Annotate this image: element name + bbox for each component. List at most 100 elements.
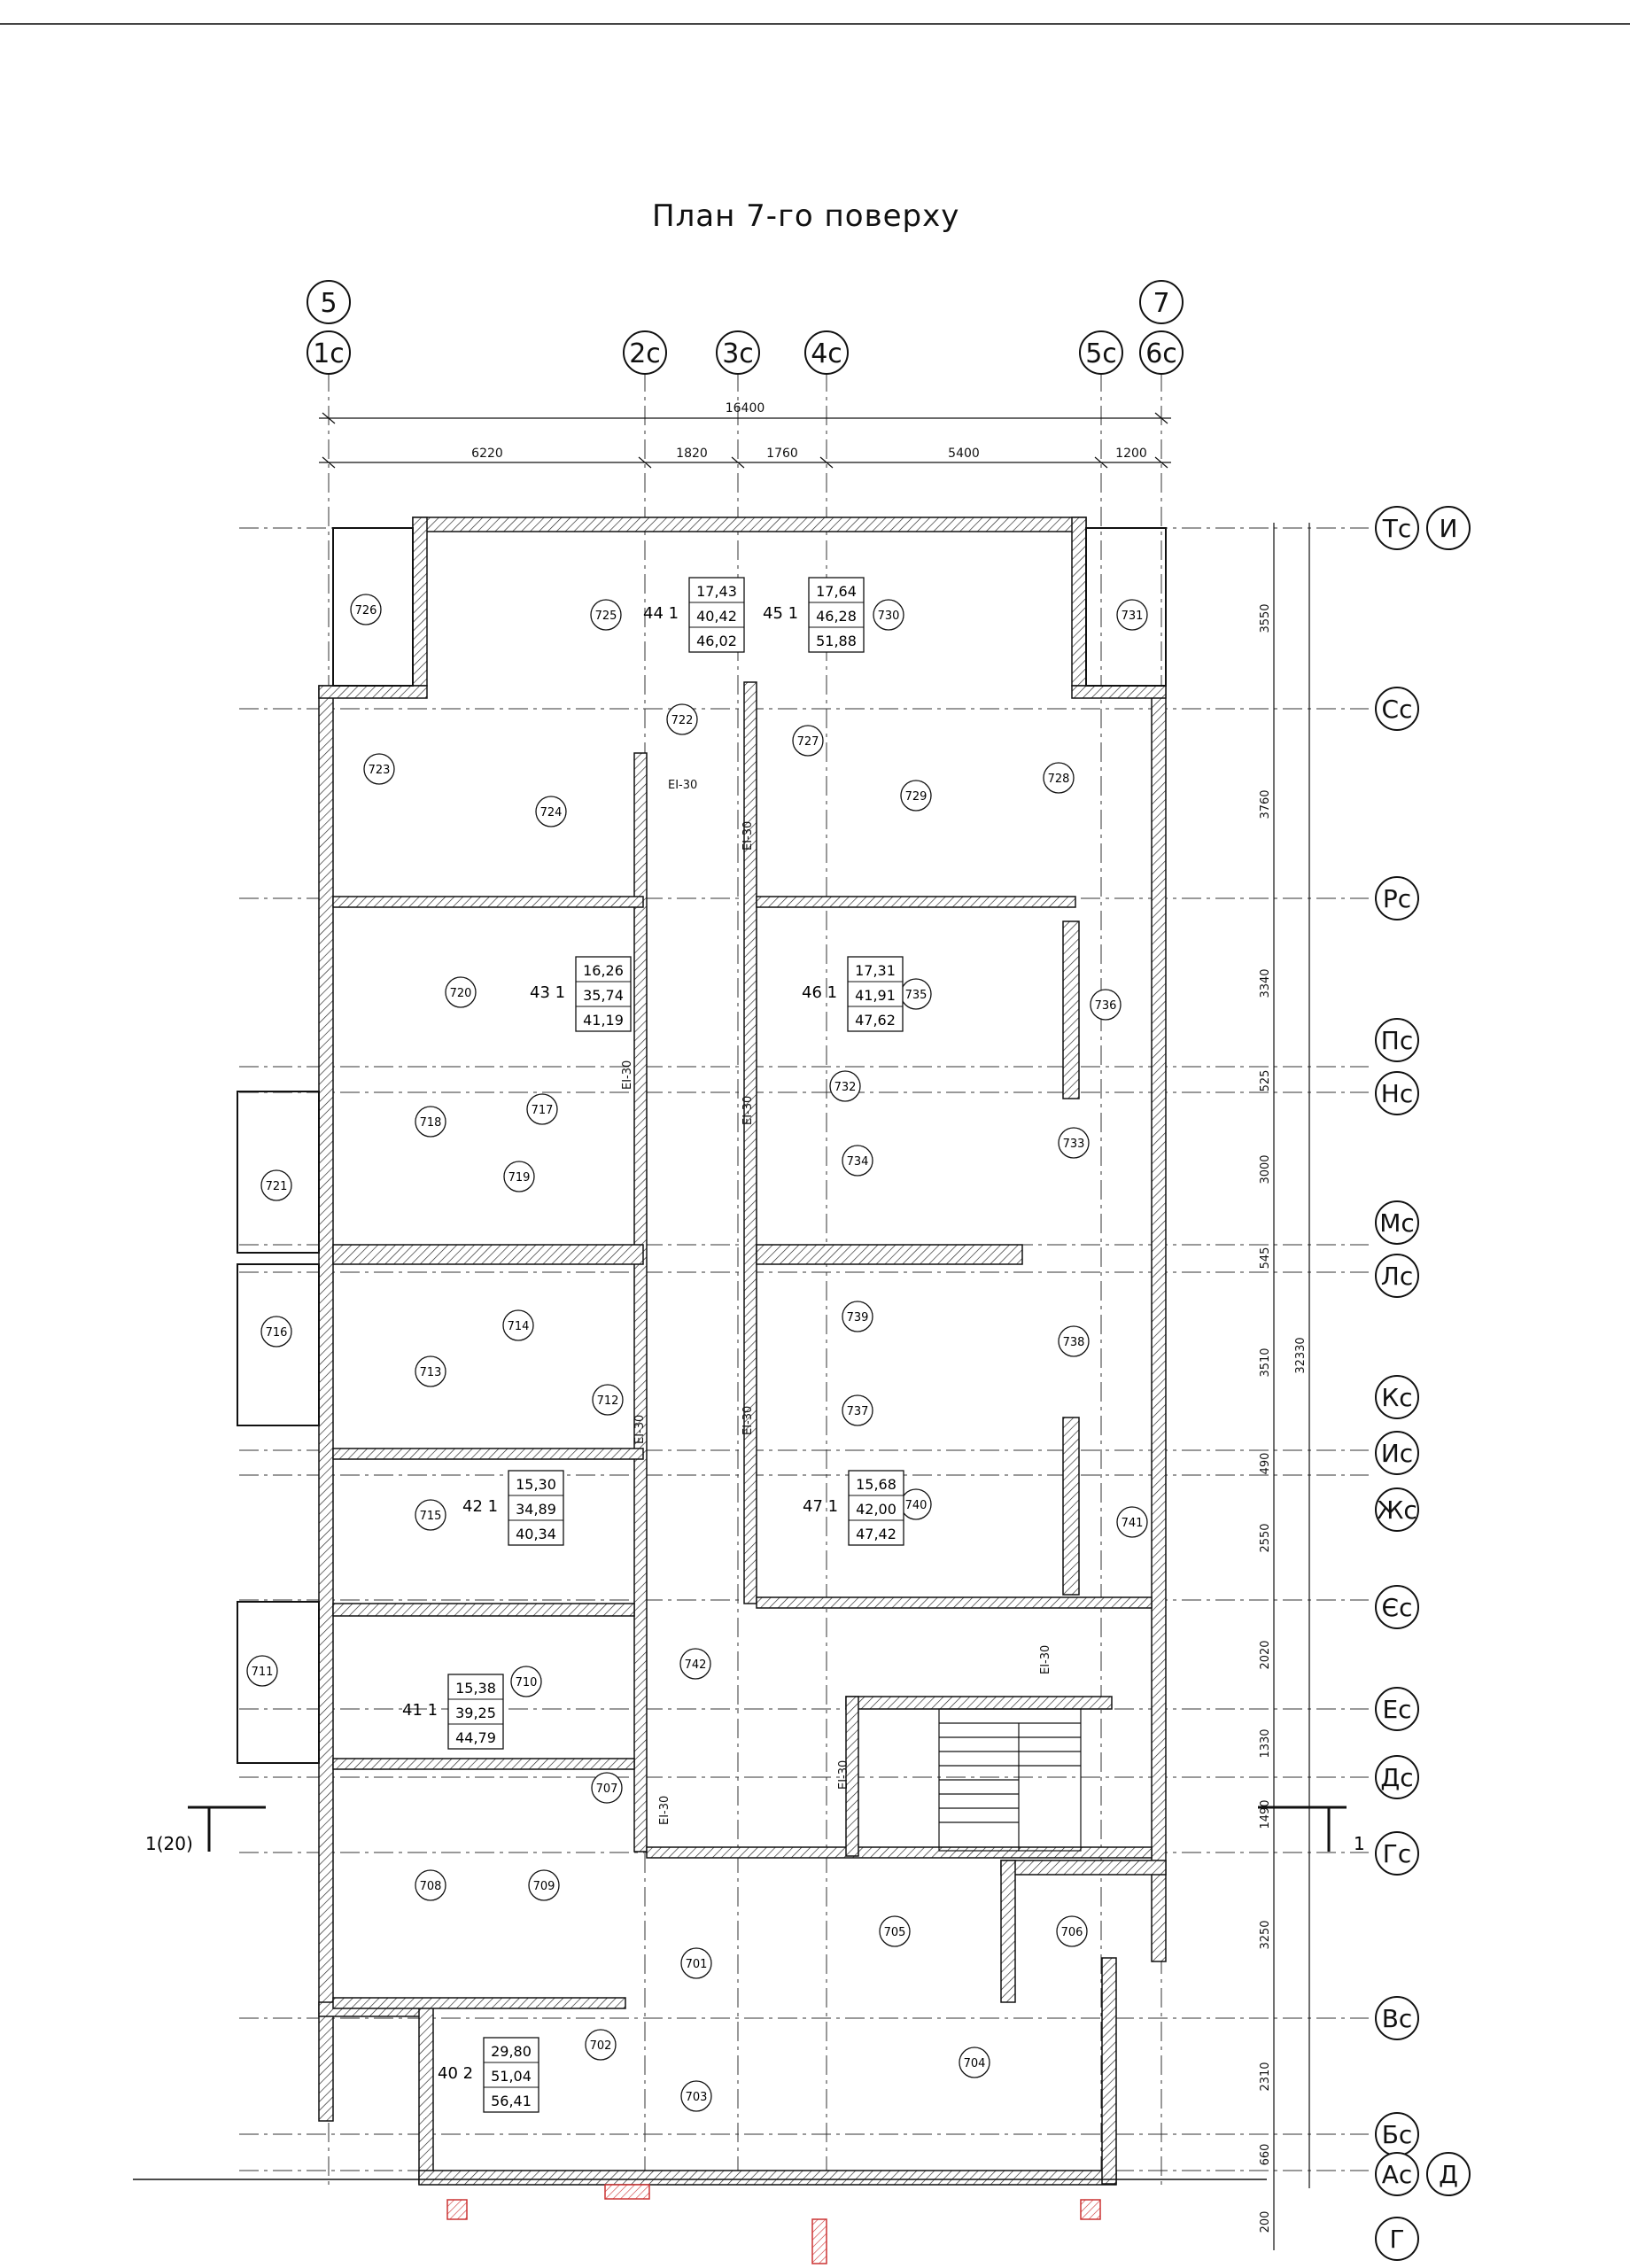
room-number: 725 [595, 610, 617, 623]
grid-label-7: 7 [1153, 288, 1169, 319]
apartment-area: 15,30 [516, 1476, 556, 1493]
apartment-area: 15,68 [856, 1476, 896, 1493]
section-mark-left: 1(20) [145, 1833, 193, 1854]
apartment-area: 40,42 [696, 608, 737, 625]
room-number: 727 [797, 735, 819, 749]
room-number: 723 [369, 764, 391, 777]
svg-text:EI-30: EI-30 [621, 1060, 634, 1090]
room-number: 728 [1048, 773, 1070, 786]
apartment-area: 29,80 [491, 2043, 532, 2060]
room-number: 726 [355, 604, 377, 617]
room-bubble-719 [503, 1161, 535, 1192]
apartment-number: 44 1 [643, 604, 679, 623]
room-bubble-701 [680, 1947, 712, 1979]
svg-text:525: 525 [1259, 1070, 1272, 1092]
room-bubble-729 [900, 780, 932, 812]
section-mark-right: 1 [1354, 1833, 1365, 1854]
room-number: 705 [884, 1926, 906, 1939]
room-number: 706 [1061, 1926, 1083, 1939]
svg-text:EI-30: EI-30 [633, 1415, 647, 1444]
room-bubble-734 [842, 1145, 873, 1177]
room-number: 720 [450, 987, 472, 1000]
svg-text:1760: 1760 [766, 447, 798, 461]
room-bubble-706 [1056, 1915, 1088, 1947]
svg-text:EI-30: EI-30 [658, 1796, 671, 1825]
svg-text:Г: Г [1389, 2225, 1404, 2254]
room-number: 708 [420, 1880, 442, 1893]
grid-label-1c: 1с [313, 338, 345, 369]
apartment-area: 39,25 [455, 1705, 496, 1721]
apartment-number: 42 1 [462, 1497, 498, 1516]
svg-text:1200: 1200 [1115, 447, 1147, 461]
svg-text:Мс: Мс [1379, 1208, 1415, 1238]
svg-text:2550: 2550 [1259, 1523, 1272, 1552]
svg-text:2310: 2310 [1259, 2062, 1272, 2091]
svg-text:EI-30: EI-30 [741, 1096, 755, 1125]
room-number: 713 [420, 1366, 442, 1379]
svg-text:Нс: Нс [1381, 1079, 1413, 1108]
svg-text:Вс: Вс [1382, 2004, 1413, 2033]
room-number: 731 [1122, 610, 1144, 623]
svg-text:3340: 3340 [1259, 968, 1272, 998]
room-bubble-739 [842, 1301, 873, 1332]
room-bubble-718 [415, 1106, 446, 1138]
room-bubble-705 [879, 1915, 911, 1947]
apartment-area: 42,00 [856, 1501, 896, 1518]
room-bubble-716 [260, 1316, 292, 1348]
apartment-area: 15,38 [455, 1680, 496, 1697]
room-number: 739 [847, 1311, 869, 1324]
room-number: 729 [905, 790, 928, 804]
grid-bubble-5 [307, 280, 351, 324]
dim-total-right: 32330 [1294, 1337, 1308, 1373]
room-bubble-736 [1090, 989, 1122, 1021]
room-number: 712 [597, 1394, 619, 1408]
room-bubble-711 [246, 1655, 278, 1687]
room-number: 742 [685, 1658, 707, 1672]
apartment-area: 46,02 [696, 633, 737, 649]
apartment-area: 47,62 [855, 1012, 896, 1029]
room-bubble-710 [510, 1666, 542, 1697]
svg-text:EI-30: EI-30 [741, 1406, 755, 1435]
room-number: 717 [532, 1104, 554, 1117]
room-bubble-725 [590, 599, 622, 631]
room-number: 741 [1122, 1517, 1144, 1530]
room-bubble-732 [829, 1070, 861, 1102]
room-bubble-704 [959, 2047, 990, 2078]
room-bubble-722 [666, 703, 698, 735]
apartment-area: 35,74 [583, 987, 624, 1004]
room-number: 732 [834, 1081, 857, 1094]
room-bubble-712 [592, 1384, 624, 1416]
room-number: 734 [847, 1155, 869, 1169]
room-bubble-733 [1058, 1127, 1090, 1159]
grid-label-3c: 3с [722, 338, 754, 369]
room-number: 704 [964, 2057, 986, 2070]
room-number: 740 [905, 1499, 928, 1512]
room-number: 719 [508, 1171, 531, 1184]
room-number: 703 [686, 2091, 708, 2104]
room-number: 735 [905, 989, 928, 1002]
room-number: 701 [686, 1958, 708, 1971]
room-number: 721 [266, 1180, 288, 1193]
apartment-area: 44,79 [455, 1729, 496, 1746]
apartment-area: 46,28 [816, 608, 857, 625]
room-number: 730 [878, 610, 900, 623]
room-bubble-742 [679, 1648, 711, 1680]
svg-text:Бс: Бс [1382, 2120, 1413, 2149]
room-bubble-708 [415, 1869, 446, 1901]
room-bubble-709 [528, 1869, 560, 1901]
grid-label-4c: 4с [811, 338, 842, 369]
room-number: 737 [847, 1405, 869, 1418]
svg-text:Дс: Дс [1380, 1763, 1413, 1792]
grid-label-6c: 6с [1145, 338, 1177, 369]
svg-text:1490: 1490 [1259, 1799, 1272, 1829]
svg-text:EI-30: EI-30 [1039, 1645, 1052, 1674]
room-bubble-723 [363, 753, 395, 785]
apartment-area: 51,04 [491, 2068, 532, 2085]
